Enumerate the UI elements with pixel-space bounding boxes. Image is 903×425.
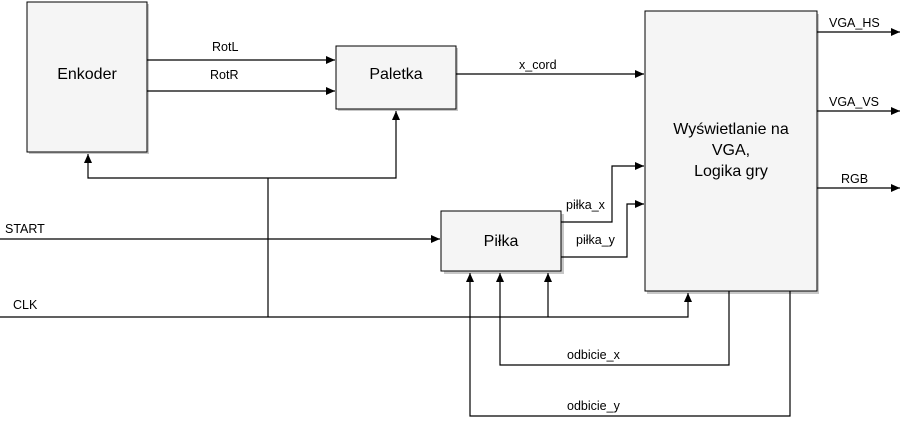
rotr-label: RotR <box>210 68 238 82</box>
odbicie-x-label: odbicie_x <box>567 348 621 362</box>
pilka-block: Piłka <box>440 210 562 272</box>
pilka-x-label: piłka_x <box>566 198 606 212</box>
odbicie-y-wire <box>466 273 791 417</box>
rotl-label: RotL <box>212 40 238 54</box>
vga-logic-block: Wyświetlanie na VGA, Logika gry <box>644 10 818 292</box>
odbicie-x-wire <box>496 273 730 366</box>
clk-label: CLK <box>13 298 38 312</box>
odbicie-y-label: odbicie_y <box>567 399 621 413</box>
start-label: START <box>5 222 45 236</box>
pilka-label: Piłka <box>484 233 519 250</box>
vga-label-line-3: Logika gry <box>694 163 768 180</box>
vga-label-line-1: Wyświetlanie na <box>673 121 789 138</box>
enkoder-block: Enkoder <box>26 1 148 153</box>
pilka-y-label: piłka_y <box>576 233 616 247</box>
clk-wire <box>0 293 692 318</box>
vga-label-line-2: VGA, <box>712 142 750 159</box>
pilka-y-wire <box>561 200 644 258</box>
enkoder-label: Enkoder <box>57 66 117 83</box>
vga-vs-label: VGA_VS <box>829 95 879 109</box>
paletka-label: Paletka <box>369 66 422 83</box>
rgb-label: RGB <box>841 172 868 186</box>
pilka-x-wire <box>561 162 644 223</box>
clk-to-paletka <box>268 111 400 179</box>
vga-hs-label: VGA_HS <box>829 16 880 30</box>
clk-to-enkoder <box>84 154 268 179</box>
paletka-block: Paletka <box>335 45 457 110</box>
x-cord-label: x_cord <box>519 58 557 72</box>
